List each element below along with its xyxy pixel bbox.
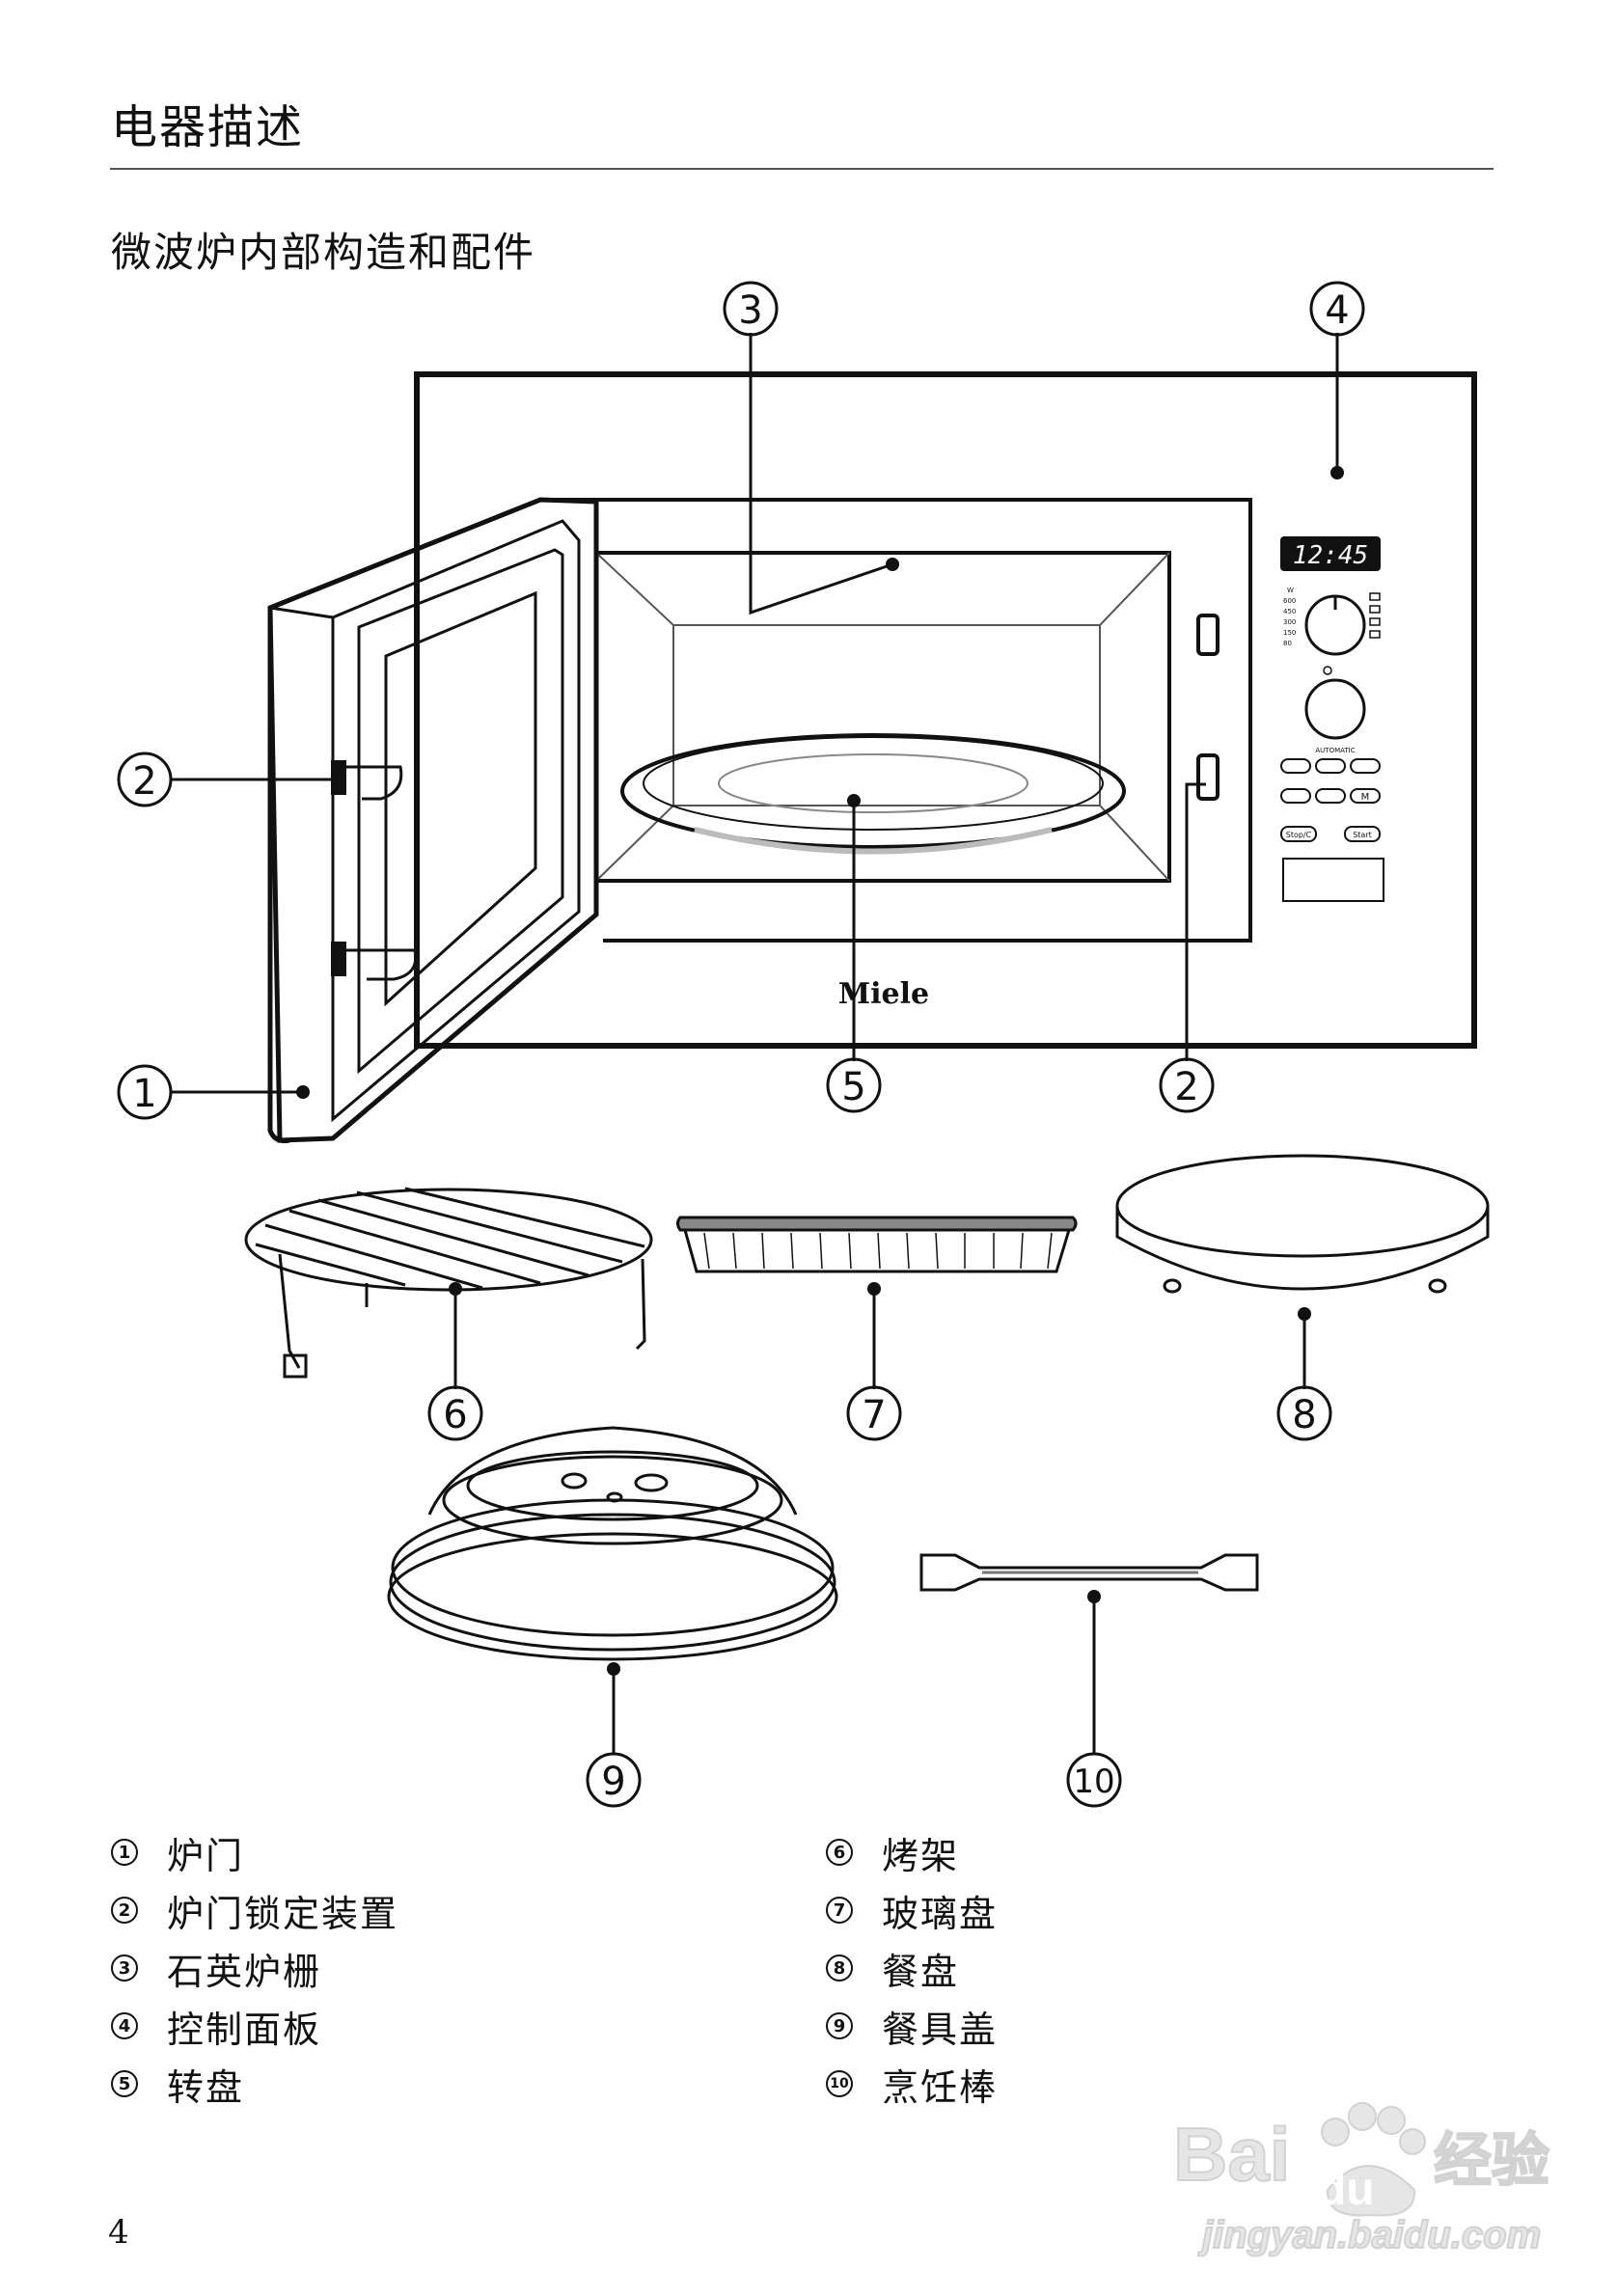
clock-display: 12:45 xyxy=(1293,541,1368,570)
svg-text:W: W xyxy=(1287,587,1294,594)
memory-button xyxy=(1350,788,1381,804)
legend-item: 7 玻璃盘 xyxy=(826,1881,998,1939)
legend-label: 烹饪棒 xyxy=(882,2065,999,2109)
legend-item: 6 烤架 xyxy=(826,1823,998,1881)
legend-label: 控制面板 xyxy=(167,2008,322,2051)
svg-text:du: du xyxy=(1318,2164,1375,2215)
legend-label: 餐具盖 xyxy=(882,2008,999,2051)
door-lock-upper xyxy=(1196,614,1220,656)
header-divider xyxy=(110,168,1494,170)
callout-3: 3 xyxy=(738,288,762,333)
callout-5: 5 xyxy=(841,1065,865,1109)
legend-label: 炉门 xyxy=(167,1834,245,1877)
callout-1: 1 xyxy=(132,1072,156,1116)
svg-text:80: 80 xyxy=(1283,640,1292,647)
callout-8: 8 xyxy=(1292,1393,1316,1437)
callout-10: 10 xyxy=(1073,1763,1114,1801)
svg-text:AUTOMATIC: AUTOMATIC xyxy=(1315,747,1355,754)
legend-num: 6 xyxy=(826,1839,853,1866)
defrost-button xyxy=(1315,788,1346,804)
glass-tray xyxy=(676,1216,1078,1273)
legend-item: 1 炉门 xyxy=(111,1823,398,1881)
svg-text:150: 150 xyxy=(1283,629,1296,637)
door-hook-upper xyxy=(343,765,403,801)
legend-num: 8 xyxy=(826,1954,853,1982)
legend-label: 餐盘 xyxy=(882,1950,960,1993)
svg-text:经验: 经验 xyxy=(1434,2128,1549,2193)
svg-text:M: M xyxy=(1361,792,1370,803)
door-lock-lower xyxy=(1196,753,1220,801)
page-title: 电器描述 xyxy=(111,100,305,154)
svg-text:Start: Start xyxy=(1353,831,1372,839)
svg-text:600: 600 xyxy=(1283,597,1296,605)
legend-num: 9 xyxy=(826,2012,853,2039)
auto-button-2 xyxy=(1315,758,1346,774)
start-button xyxy=(1344,826,1381,842)
auto-button-3 xyxy=(1350,758,1381,774)
page-number: 4 xyxy=(108,2213,129,2252)
svg-text:jingyan.baidu.com: jingyan.baidu.com xyxy=(1197,2214,1541,2256)
legend-label: 炉门锁定装置 xyxy=(167,1892,399,1935)
legend-num: 5 xyxy=(111,2070,138,2097)
legend-right: 6 烤架 7 玻璃盘 8 餐盘 9 餐具盖 10 烹饪棒 xyxy=(826,1823,998,2113)
microwave-frame xyxy=(414,371,1477,1049)
microwave-diagram: Miele 12:45 W 600 450 300 150 80 AUTOMAT… xyxy=(117,281,1490,1808)
display-panel xyxy=(1280,536,1381,571)
svg-text:450: 450 xyxy=(1283,608,1296,615)
legend-num: 10 xyxy=(826,2070,853,2097)
callout-2-right: 2 xyxy=(1174,1065,1198,1109)
svg-text:300: 300 xyxy=(1283,618,1296,626)
legend-num: 7 xyxy=(826,1897,853,1924)
legend-num: 2 xyxy=(111,1897,138,1924)
callout-9: 9 xyxy=(601,1760,625,1804)
cavity-opening xyxy=(594,551,1171,883)
legend-label: 烤架 xyxy=(882,1834,960,1877)
legend-item: 3 石英炉栅 xyxy=(111,1939,398,1997)
svg-text:Bai: Bai xyxy=(1173,2112,1290,2197)
cavity-frame xyxy=(540,498,1252,943)
door-release-button xyxy=(1282,858,1384,902)
baidu-watermark: Bai du 经验 jingyan.baidu.com xyxy=(1172,2102,1550,2257)
callout-7: 7 xyxy=(862,1393,886,1437)
stop-button xyxy=(1280,826,1317,842)
legend-num: 4 xyxy=(111,2012,138,2039)
grill-rack xyxy=(244,1187,653,1379)
serving-plate xyxy=(1115,1154,1490,1294)
auto-button-1 xyxy=(1280,758,1311,774)
cooking-stick xyxy=(919,1553,1259,1592)
callout-2-left: 2 xyxy=(132,759,156,804)
legend-label: 石英炉栅 xyxy=(167,1950,322,1993)
callout-6: 6 xyxy=(443,1393,467,1437)
legend-item: 4 控制面板 xyxy=(111,1997,398,2055)
legend-item: 10 烹饪棒 xyxy=(826,2055,998,2113)
legend-item: 8 餐盘 xyxy=(826,1939,998,1997)
legend-item: 2 炉门锁定装置 xyxy=(111,1881,398,1939)
legend-num: 3 xyxy=(111,1954,138,1982)
turntable xyxy=(620,733,1126,849)
legend-num: 1 xyxy=(111,1839,138,1866)
brand-logo: Miele xyxy=(838,977,929,1011)
section-subtitle: 微波炉内部构造和配件 xyxy=(111,229,536,276)
legend-label: 玻璃盘 xyxy=(882,1892,999,1935)
svg-text:Stop/C: Stop/C xyxy=(1286,831,1312,839)
door-hook-lower xyxy=(343,948,418,981)
callout-4: 4 xyxy=(1325,288,1349,333)
legend-left: 1 炉门 2 炉门锁定装置 3 石英炉栅 4 控制面板 5 转盘 xyxy=(111,1823,398,2113)
legend-item: 9 餐具盖 xyxy=(826,1997,998,2055)
timer-dial xyxy=(1304,678,1366,740)
plate-cover xyxy=(387,1426,838,1661)
legend-label: 转盘 xyxy=(167,2065,245,2109)
clock-button xyxy=(1280,788,1311,804)
legend-item: 5 转盘 xyxy=(111,2055,398,2113)
